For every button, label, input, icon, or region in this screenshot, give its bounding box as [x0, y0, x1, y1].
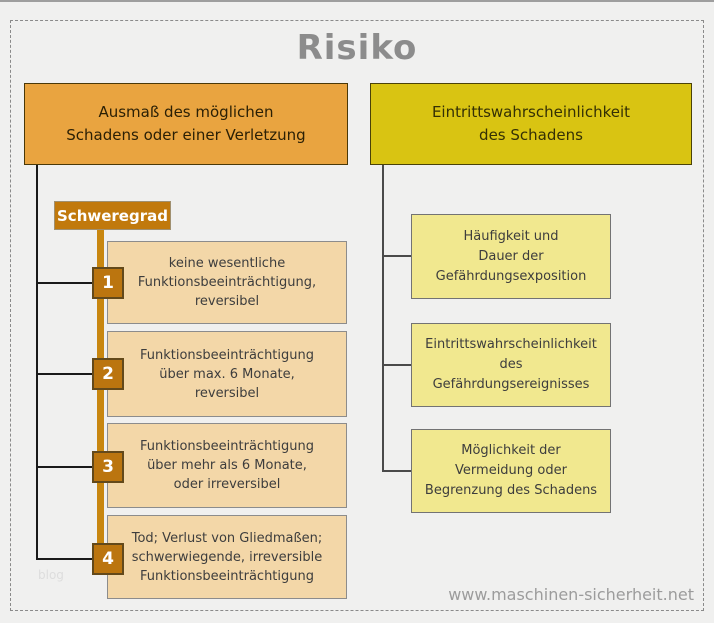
blog-watermark: blog	[38, 568, 64, 582]
dashed-frame	[10, 20, 704, 611]
severity-badge-1: 1	[92, 267, 124, 299]
probability-item-1: Häufigkeit und Dauer der Gefährdungsexpo…	[411, 214, 611, 299]
left-branch-stub-4	[36, 558, 93, 560]
right-branch-stub-2	[382, 364, 412, 366]
right-branch-vertical-line	[382, 165, 384, 471]
severity-item-2: Funktionsbeeinträchtigung über max. 6 Mo…	[107, 331, 347, 417]
severity-badge-4: 4	[92, 543, 124, 575]
left-branch-stub-2	[36, 373, 93, 375]
header-damage-probability: Eintrittswahrscheinlichkeit des Schadens	[370, 83, 692, 165]
severity-item-3: Funktionsbeeinträchtigung über mehr als …	[107, 423, 347, 508]
right-branch-stub-1	[382, 255, 412, 257]
left-branch-stub-1	[36, 282, 93, 284]
header-damage-extent: Ausmaß des möglichen Schadens oder einer…	[24, 83, 348, 165]
severity-badge-2: 2	[92, 358, 124, 390]
severity-item-1: keine wesentliche Funktionsbeeinträchtig…	[107, 241, 347, 324]
probability-item-2: Eintrittswahrscheinlichkeit des Gefährdu…	[411, 323, 611, 407]
severity-badge-3: 3	[92, 451, 124, 483]
website-watermark: www.maschinen-sicherheit.net	[448, 585, 694, 604]
severity-item-4: Tod; Verlust von Gliedmaßen; schwerwiege…	[107, 515, 347, 599]
left-branch-stub-3	[36, 466, 93, 468]
page-title: Risiko	[296, 28, 418, 68]
severity-label: Schweregrad	[54, 201, 171, 230]
probability-item-3: Möglichkeit der Vermeidung oder Begrenzu…	[411, 429, 611, 513]
right-branch-stub-3	[382, 470, 412, 472]
left-branch-vertical-line	[36, 165, 38, 560]
